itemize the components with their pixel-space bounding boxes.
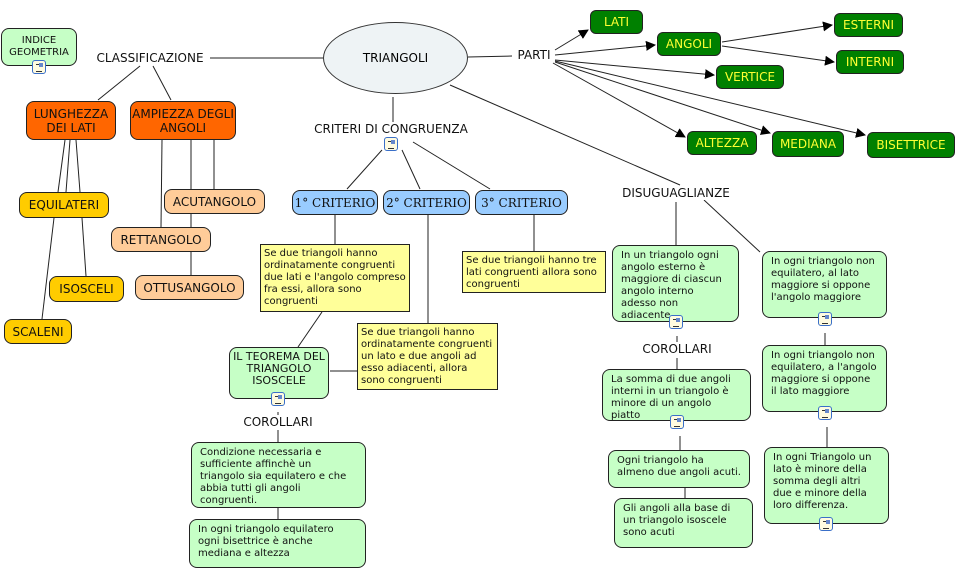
link-classificazione: CLASSIFICAZIONE [96,51,204,65]
node-angoli-acuti[interactable]: Ogni triangolo ha almeno due angoli acut… [608,450,750,488]
node-isosceli[interactable]: ISOSCELI [49,276,124,302]
node-bisettrice[interactable]: BISETTRICE [867,132,955,158]
note-criterio-2[interactable]: Se due triangoli hanno ordinatamente con… [357,323,498,390]
node-criterio-3[interactable]: 3° CRITERIO [475,190,568,215]
node-ampiezza-angoli[interactable]: AMPIEZZA DEGLI ANGOLI [130,101,236,140]
link-corollari-2: COROLLARI [642,342,712,356]
node-ottusangolo[interactable]: OTTUSANGOLO [135,275,244,300]
node-angolo-esterno[interactable]: In un triangolo ogni angolo esterno è ma… [612,245,739,322]
resource-document-icon[interactable] [818,406,832,420]
node-corollario-equilatero[interactable]: Condizione necessaria e sufficiente affi… [191,442,366,508]
link-corollari-1: COROLLARI [243,415,313,429]
resource-document-icon[interactable] [669,315,683,329]
node-criterio-1[interactable]: 1° CRITERIO [292,190,378,215]
node-somma-angoli[interactable]: La somma di due angoli interni in un tri… [602,369,751,421]
resource-document-icon[interactable] [32,60,46,74]
node-angoli[interactable]: ANGOLI [657,32,721,56]
note-criterio-1[interactable]: Se due triangoli hanno ordinatamente con… [260,244,410,312]
node-lato-angolo-maggiore[interactable]: In ogni triangolo non equilatero, al lat… [762,251,887,318]
node-interni[interactable]: INTERNI [836,50,904,74]
node-lati[interactable]: LATI [590,10,643,34]
node-angoli-base[interactable]: Gli angoli alla base di un triangolo iso… [614,498,753,548]
root-node-triangoli[interactable]: TRIANGOLI [323,22,468,94]
node-lato-minore[interactable]: In ogni Triangolo un lato è minore della… [764,447,889,524]
link-parti: PARTI [517,48,551,62]
resource-document-icon[interactable] [670,415,684,429]
node-acutangolo[interactable]: ACUTANGOLO [164,189,265,214]
node-corollario-bisettrice[interactable]: In ogni triangolo equilatero ogni bisett… [189,519,366,568]
resource-document-icon[interactable] [819,517,833,531]
node-rettangolo[interactable]: RETTANGOLO [111,227,211,252]
note-criterio-3[interactable]: Se due triangoli hanno tre lati congruen… [462,251,606,293]
resource-document-icon[interactable] [271,392,285,406]
node-angolo-lato-maggiore[interactable]: In ogni triangolo non equilatero, a l'an… [762,345,887,412]
link-disuguaglianze: DISUGUAGLIANZE [622,186,730,200]
node-altezza[interactable]: ALTEZZA [687,131,757,155]
node-esterni[interactable]: ESTERNI [834,13,903,37]
node-teorema-isoscele[interactable]: IL TEOREMA DEL TRIANGOLO ISOSCELE [229,347,329,399]
node-scaleni[interactable]: SCALENI [4,319,72,344]
node-equilateri[interactable]: EQUILATERI [19,192,109,218]
node-mediana[interactable]: MEDIANA [772,131,844,157]
node-lunghezza-lati[interactable]: LUNGHEZZA DEI LATI [26,101,116,140]
node-criterio-2[interactable]: 2° CRITERIO [383,190,470,215]
link-criteri: CRITERI DI CONGRUENZA [314,122,468,136]
resource-document-icon[interactable] [818,312,832,326]
node-vertice[interactable]: VERTICE [716,65,784,89]
resource-document-icon[interactable] [384,137,398,151]
